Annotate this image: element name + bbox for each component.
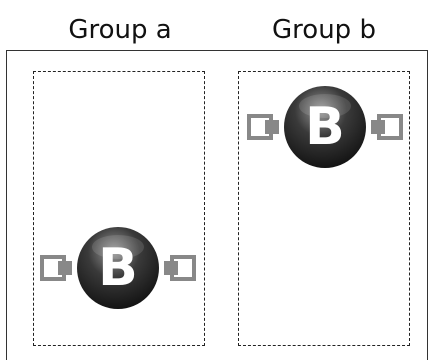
group-a-box[interactable] <box>33 71 205 346</box>
group-b-label: Group b <box>272 15 376 45</box>
node-b-letter: B <box>305 97 345 157</box>
outer-frame <box>6 50 428 360</box>
node-a-letter: B <box>98 238 138 298</box>
b-node-icon[interactable]: B <box>245 86 405 172</box>
group-b-box[interactable] <box>238 71 410 346</box>
group-a-label: Group a <box>68 15 172 45</box>
b-node-icon[interactable]: B <box>38 225 198 311</box>
